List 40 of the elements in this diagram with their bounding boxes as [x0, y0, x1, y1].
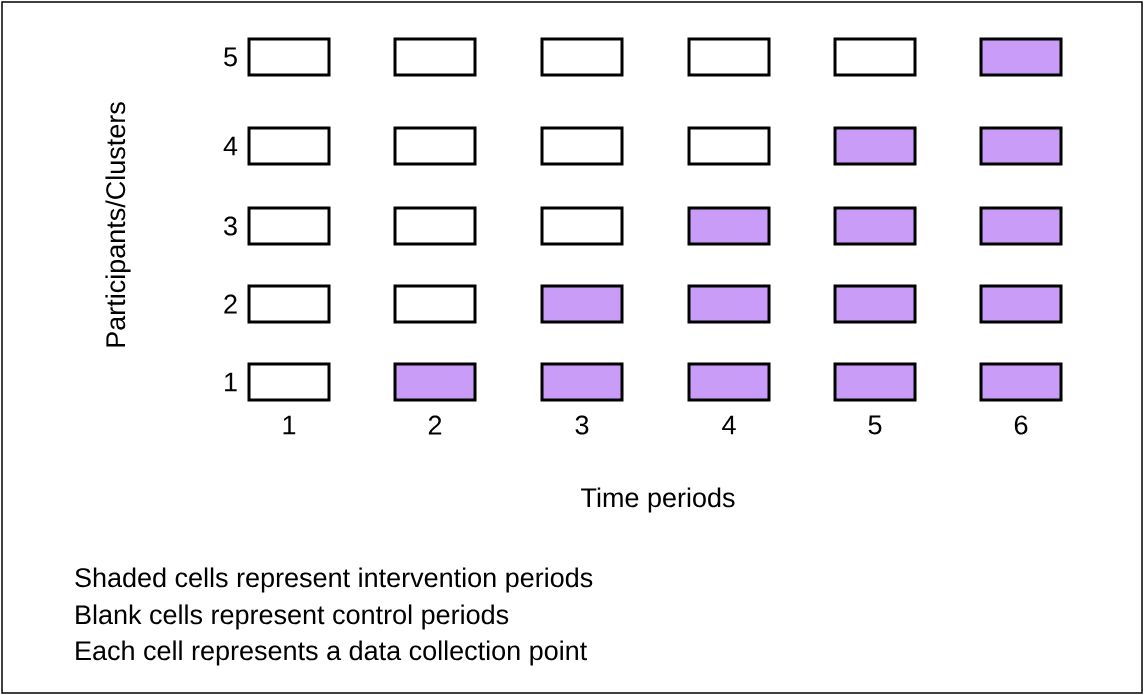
period-cell [247, 362, 331, 402]
shaded-period-cell [687, 362, 771, 402]
row-number: 4 [223, 136, 238, 156]
shaded-period-cell [687, 206, 771, 246]
axis-title: Participants/Clusters [105, 102, 131, 347]
period-cell [247, 37, 331, 77]
shaded-period-cell [979, 37, 1063, 77]
period-cell [833, 37, 917, 77]
row-number: 1 [225, 372, 237, 392]
period-cell [687, 37, 771, 77]
period-cell [247, 206, 331, 246]
period-cell [687, 126, 771, 166]
period-cell [247, 126, 331, 166]
shaded-period-cell [833, 206, 917, 246]
period-cell [540, 206, 624, 246]
period-cell [393, 37, 477, 77]
shaded-period-cell [979, 362, 1063, 402]
note: Shaded cells represent intervention periods [75, 567, 593, 593]
shaded-period-cell [687, 284, 771, 324]
shaded-period-cell [540, 284, 624, 324]
row-number: 2 [224, 294, 237, 314]
note: Blank cells represent control periods [76, 604, 509, 630]
shaded-period-cell [979, 284, 1063, 324]
shaded-period-cell [833, 126, 917, 166]
axis-title: Time periods [581, 487, 735, 513]
shaded-period-cell [833, 284, 917, 324]
period-cell [540, 37, 624, 77]
shaded-period-cell [393, 362, 477, 402]
period-cell [393, 126, 477, 166]
shaded-period-cell [979, 206, 1063, 246]
note: Each cell represents a data collection point [76, 640, 587, 666]
row-number: 3 [224, 216, 237, 236]
period-cell [247, 284, 331, 324]
row-number: 5 [224, 47, 237, 67]
period-cell [393, 284, 477, 324]
shaded-period-cell [540, 362, 624, 402]
period-cell [540, 126, 624, 166]
period-cell [393, 206, 477, 246]
shaded-period-cell [833, 362, 917, 402]
shaded-period-cell [979, 126, 1063, 166]
